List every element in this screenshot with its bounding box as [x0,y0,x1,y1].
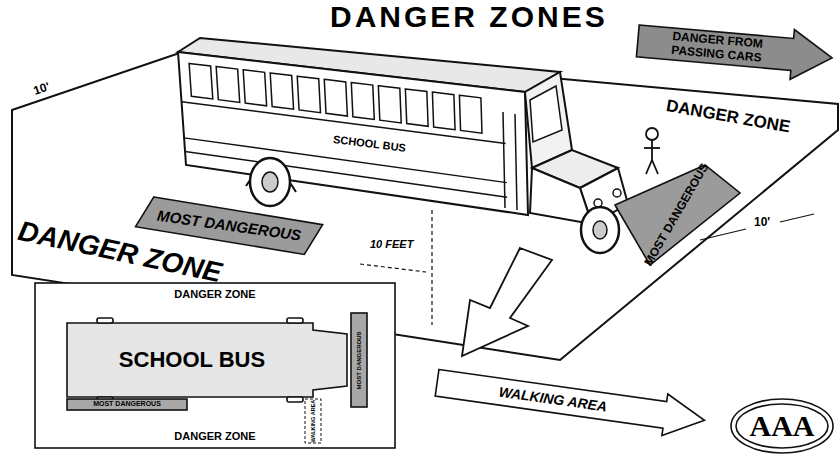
zone-label: MOST DANGEROUS [93,400,161,408]
bus-plan-shape [287,318,303,323]
front-wheel [581,207,619,253]
dimension-line [700,229,746,240]
bus-window [297,76,320,112]
zone-label: SCHOOL BUS [119,347,265,372]
bus-side [178,52,528,215]
dimension-label: 10' [752,216,772,230]
label-anchor: 10' [752,216,772,230]
zone-label: AAA [750,409,815,444]
headlight [613,189,621,197]
walking-strip: WALKING AREA [305,399,321,443]
danger-zone-patch-shape [351,313,367,407]
label-anchor: 10' [30,80,53,99]
bus-plan: SCHOOL BUS [67,323,347,397]
aaa-logo-shape [731,399,833,453]
dimension-label: 10' [30,80,53,99]
walking-arrow [462,248,552,356]
title-anchor: DANGER ZONES [330,0,608,35]
zone-label: MOST DANGEROUS [356,331,363,389]
rear-wheel [250,158,290,206]
label-anchor: SCHOOL BUS [332,133,406,154]
dimension-label: 10 FEET [368,238,415,251]
figure-leg [652,160,658,174]
bus-plan-shape [97,318,113,323]
passing-cars-arrow-shape [636,16,835,83]
bus-window [459,95,482,133]
bus-window [243,70,266,106]
hood-side [530,168,592,224]
bus-stripes [182,102,508,198]
dimension-line [360,264,426,272]
aaa-logo-shape [736,404,828,448]
bus-window [378,86,401,123]
walking-arrow-shape [434,362,707,441]
bus-window [189,63,213,99]
aaa-logo: AAA [730,398,834,454]
figure-arms [644,147,660,149]
bus-window [351,83,374,120]
figure-body [651,140,653,160]
wheel-hub [262,172,278,192]
danger-zone-patch: MOST DANGEROUS [615,165,740,265]
zone-label: DANGER ZONE [174,288,255,301]
windshield [530,86,562,142]
bus-lettering: SCHOOL BUS [332,133,406,154]
walking-strip-shape [305,399,321,443]
zone-label: DANGER ZONE [665,96,792,137]
figure-leg [646,160,652,174]
bus-window [405,89,428,126]
bus-windows [189,63,482,133]
label-anchor: 10 FEET [368,238,415,251]
bus-door [515,114,517,210]
bus-plan-shape [67,323,347,397]
bus-window [270,73,293,109]
zone-label: DANGER ZONE [174,430,255,443]
wheel-hub [593,221,607,239]
danger-zone-patch: MOST DANGEROUS [351,313,367,407]
bus-door [503,112,505,208]
walking-arrow: WALKING AREA [434,362,707,441]
danger-zone-patch: MOST DANGEROUS [67,399,187,410]
bus-window [216,67,240,103]
inset-panel-shape [35,283,395,448]
bus-plan-shape [287,397,303,402]
bus-window [432,92,455,130]
child-figure [644,128,660,174]
dimension-line [431,210,432,325]
dimension-line [780,214,814,222]
label-anchor: DANGER ZONE [665,96,792,137]
passing-cars-arrow: DANGER FROM PASSING CARS [636,16,835,83]
bus-stripe [185,151,507,197]
figure-head [646,128,658,140]
bus-window [324,79,347,116]
zone-label: WALKING AREA [310,400,316,443]
inset-panel: DANGER ZONE DANGER ZONE SCHOOL BUS MOST DAN… [35,283,395,448]
title: DANGER ZONES [330,0,608,35]
danger-zone-patch-shape [67,399,187,410]
